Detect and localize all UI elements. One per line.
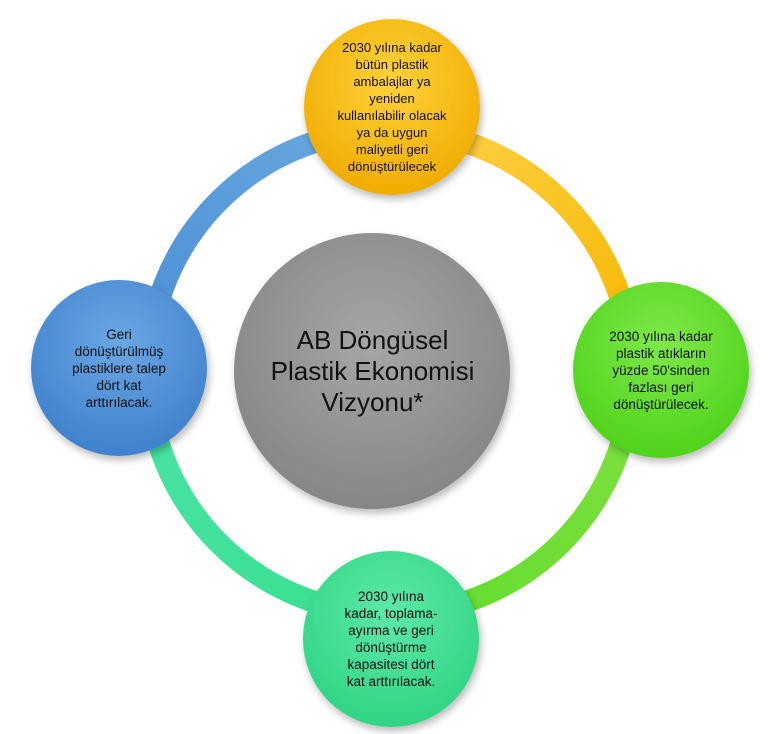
top-node-text: 2030 yılına kadar bütün plastik ambalajl… xyxy=(337,40,447,174)
center-title: AB Döngüsel Plastik Ekonomisi Vizyonu* xyxy=(270,325,475,417)
right-node-text: 2030 yılına kadar plastik atıkların yüzd… xyxy=(609,328,713,412)
center-circle xyxy=(234,233,510,509)
bottom-circle xyxy=(303,551,479,727)
top-circle xyxy=(304,19,480,195)
left-circle xyxy=(31,280,207,456)
right-node: 2030 yılına kadar plastik atıkların yüzd… xyxy=(573,282,749,458)
center-node: AB Döngüsel Plastik Ekonomisi Vizyonu* xyxy=(234,233,511,510)
bottom-node-text: 2030 yılına kadar, toplama- ayırma ve ge… xyxy=(344,589,438,689)
left-node: Geri dönüştürülmüş plastiklere talep dör… xyxy=(31,280,207,456)
right-circle xyxy=(573,282,749,458)
left-node-text: Geri dönüştürülmüş plastiklere talep dör… xyxy=(72,326,166,410)
bottom-node: 2030 yılına kadar, toplama- ayırma ve ge… xyxy=(303,551,479,727)
top-node: 2030 yılına kadar bütün plastik ambalajl… xyxy=(304,19,480,195)
